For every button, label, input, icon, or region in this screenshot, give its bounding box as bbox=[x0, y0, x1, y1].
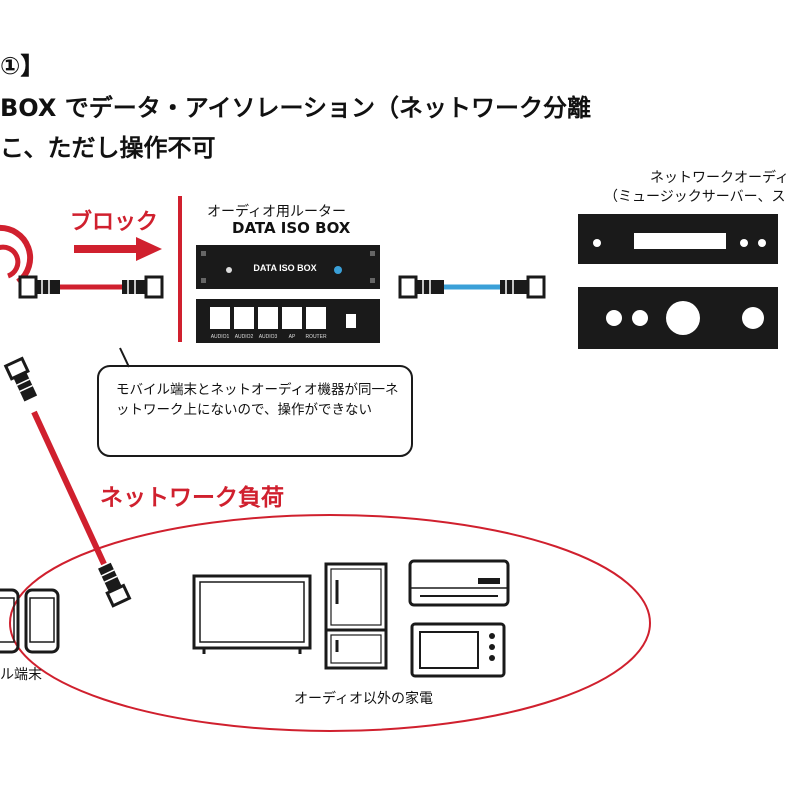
lan-cable-red-horizontal bbox=[18, 275, 164, 299]
router-name: DATA ISO BOX bbox=[232, 219, 351, 237]
wifi-signal-icon bbox=[0, 225, 34, 285]
router-front-panel: DATA ISO BOX bbox=[196, 245, 380, 289]
mobile-device-label: ル端末 bbox=[0, 667, 42, 683]
television-icon bbox=[192, 574, 312, 654]
router-back-panel: AUDIO1 AUDIO2 AUDIO3 AP ROUTER bbox=[196, 299, 380, 343]
port-label-audio2: AUDIO2 bbox=[235, 334, 254, 340]
network-load-label: ネットワーク負荷 bbox=[100, 485, 284, 511]
network-audio-player bbox=[578, 214, 778, 264]
heading-line-2: BOX でデータ・アイソレーション（ネットワーク分離 bbox=[0, 94, 592, 122]
router-caption: オーディオ用ルーター bbox=[207, 204, 347, 220]
port-label-router: ROUTER bbox=[305, 334, 327, 340]
network-load-ellipse bbox=[9, 514, 651, 732]
block-arrow bbox=[74, 237, 162, 261]
appliances-label: オーディオ以外の家電 bbox=[294, 691, 434, 707]
heading-line-3: こ、ただし操作不可 bbox=[0, 134, 216, 162]
router-front-label: DATA ISO BOX bbox=[253, 263, 316, 273]
air-conditioner-icon bbox=[408, 559, 510, 607]
port-label-ap: AP bbox=[289, 334, 296, 340]
smartphone-icon bbox=[0, 588, 60, 654]
refrigerator-icon bbox=[324, 562, 388, 670]
port-label-audio3: AUDIO3 bbox=[259, 334, 278, 340]
network-audio-title-line-2: （ミュージックサーバー、ス bbox=[604, 189, 786, 205]
microwave-icon bbox=[410, 622, 506, 678]
lan-cable-red-diagonal bbox=[3, 356, 132, 608]
network-audio-amplifier bbox=[578, 287, 778, 349]
network-audio-title-line-1: ネットワークオーディ bbox=[650, 170, 790, 186]
callout-box bbox=[97, 347, 413, 457]
heading-line-1: ①】 bbox=[0, 52, 45, 80]
port-label-audio1: AUDIO1 bbox=[211, 334, 230, 340]
callout-text: モバイル端末とネットオーディオ機器が同一ネットワーク上にないので、操作ができない bbox=[116, 382, 399, 418]
lan-cable-blue bbox=[398, 275, 546, 299]
block-label: ブロック bbox=[70, 210, 159, 235]
